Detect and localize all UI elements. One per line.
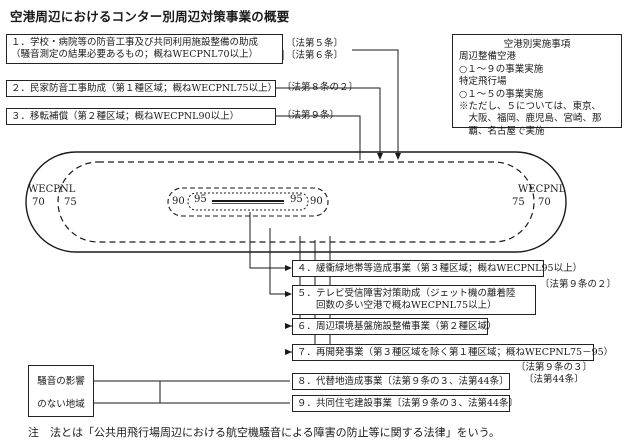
- contour-70-label-right: 70: [538, 197, 551, 208]
- side-box-line-3: 特定飛行場: [459, 76, 507, 88]
- page-title: 空港周辺におけるコンター別周辺対策事業の概要: [10, 9, 290, 24]
- measure-8-box: ８．代替地造成事業〔法第９条の３、法第44条〕: [292, 373, 510, 390]
- measure-7-box: ７．再開発事業（第３種区域を除く第１種区域；概ねWECPNL75－95）: [292, 344, 614, 361]
- side-box-line-1: 周辺整備空港: [459, 51, 517, 63]
- measure-3-law1: 〔法第９条〕: [282, 110, 340, 121]
- contour-95-label-right: 95: [290, 194, 303, 205]
- wecpnl-label-right: WECPNL: [518, 184, 566, 195]
- measure-5-line2: 回数の多い空港で概ねWECPNL75以上）: [297, 300, 497, 311]
- contour-75-label-left: 75: [64, 197, 77, 208]
- footnote: 注 法とは「公共用飛行場周辺における航空機騒音による障害の防止等に関する法律」を…: [28, 426, 501, 439]
- airport-implementation-box: 空港別実施事項 周辺整備空港 ○１～９の事業実施 特定飛行場 ○１～５の事業実施…: [452, 34, 622, 137]
- measure-6-box: ６．周辺環境基盤施設整備事業（第２種区域）: [292, 318, 497, 335]
- contour-75: [57, 161, 535, 243]
- quiet-area-line2: のない地域: [37, 399, 85, 410]
- measure-9-box: ９．共同住宅建設事業〔法第９条の３、法第44条〕: [292, 395, 519, 412]
- measure-1-line2: （騒音測定の結果必要あるもの；概ねWECPNL70以上）: [11, 49, 259, 60]
- contour-95: [187, 192, 309, 211]
- side-box-line-5: ※ただし、５については、東京、: [459, 101, 602, 113]
- measure-1-law2: 〔法第６条〕: [286, 50, 344, 61]
- contour-75-label-right: 75: [512, 197, 525, 208]
- contour-90-label-right: 90: [310, 196, 323, 207]
- contour-70: [25, 151, 567, 253]
- measure-9-line1: ９．共同住宅建設事業〔法第９条の３、法第44条〕: [297, 398, 519, 409]
- measure-4-law1: 〔法第９条の２〕: [540, 279, 617, 290]
- side-box-line-4: ○１～５の事業実施: [459, 88, 544, 100]
- measure-7-law1: 〔法第９条の３〕: [516, 362, 593, 373]
- contour-95-label-left: 95: [194, 194, 207, 205]
- contour-70-label-left: 70: [32, 197, 45, 208]
- contour-90: [167, 187, 329, 217]
- measure-2-line1: ２．民家防音工事助成（第１種区域；概ねWECPNL75以上）: [11, 83, 278, 94]
- measure-7-law2: 〔法第44条〕: [524, 374, 584, 385]
- wecpnl-label-left: WECPNL: [28, 184, 76, 195]
- measure-2-law1: 〔法第８条の２〕: [282, 82, 359, 93]
- measure-5-box: ５．テレビ受信障害対策助成（ジェット機の離着陸 回数の多い空港で概ねWECPNL…: [292, 285, 536, 315]
- side-box-line-2: ○１～９の事業実施: [459, 63, 544, 75]
- side-box-line-6: 大阪、福岡、鹿児島、宮崎、那: [459, 113, 602, 125]
- measure-1-box: １．学校・病院等の防音工事及び共同利用施設整備の助成 （騒音測定の結果必要あるも…: [6, 34, 283, 64]
- measure-3-line1: ３．移転補償（第２種区域；概ねWECPNL90以上）: [11, 111, 240, 122]
- measure-2-box: ２．民家防音工事助成（第１種区域；概ねWECPNL75以上）: [6, 80, 278, 97]
- measure-6-line1: ６．周辺環境基盤施設整備事業（第２種区域）: [297, 321, 497, 332]
- quiet-area-line1: 騒音の影響: [37, 376, 85, 387]
- no-noise-impact-area-box: 騒音の影響 のない地域: [28, 365, 94, 417]
- measure-4-line1: ４．緩衝緑地帯等造成事業（第３種区域；概ねWECPNL95以上）: [297, 263, 583, 274]
- side-box-heading: 空港別実施事項: [503, 39, 571, 50]
- measure-8-line1: ８．代替地造成事業〔法第９条の３、法第44条〕: [297, 376, 509, 387]
- contour-90-label-left: 90: [172, 196, 185, 207]
- measure-1-line1: １．学校・病院等の防音工事及び共同利用施設整備の助成: [11, 37, 259, 48]
- measure-1-law1: 〔法第５条〕: [286, 38, 344, 49]
- measure-3-box: ３．移転補償（第２種区域；概ねWECPNL90以上）: [6, 108, 276, 125]
- measure-5-line1: ５．テレビ受信障害対策助成（ジェット機の離着陸: [297, 288, 516, 299]
- side-box-line-7: 覇、名古屋で実施: [459, 125, 545, 137]
- measure-7-line1: ７．再開発事業（第３種区域を除く第１種区域；概ねWECPNL75－95）: [297, 347, 614, 358]
- measure-4-box: ４．緩衝緑地帯等造成事業（第３種区域；概ねWECPNL95以上）: [292, 260, 583, 277]
